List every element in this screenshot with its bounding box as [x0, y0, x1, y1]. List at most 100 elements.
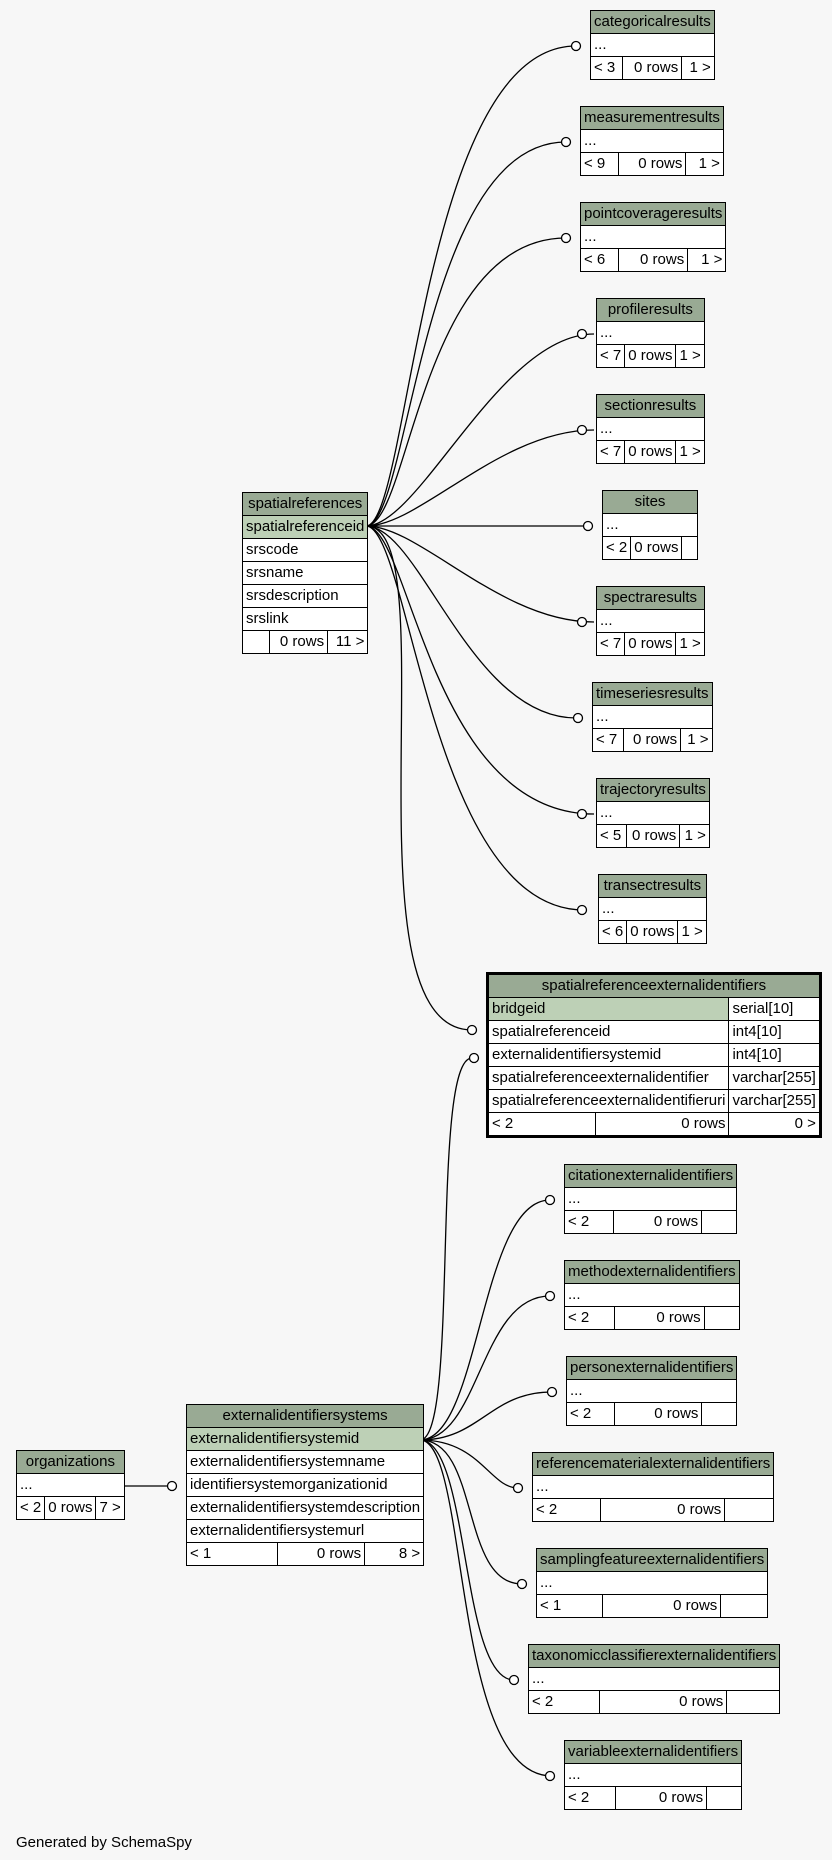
children-count — [681, 536, 698, 560]
table-title[interactable]: timeseriesresults — [592, 682, 713, 706]
column-row: spatialreferenceexternalidentifieruri — [486, 1089, 730, 1113]
parents-count: < 7 — [595, 344, 626, 368]
parents-count: < 6 — [597, 920, 628, 944]
table-title[interactable]: personexternalidentifiers — [565, 1356, 738, 1380]
row-count: 0 rows — [594, 1112, 730, 1137]
table-sites[interactable]: sites ... < 2 0 rows — [601, 490, 698, 560]
column-row: externalidentifiersystemid — [486, 1043, 730, 1067]
edge-srei-externalidentifiersystemid — [419, 1057, 473, 1441]
table-categoricalresults[interactable]: categoricalresults ... < 3 0 rows 1 > — [589, 10, 715, 80]
table-organizations[interactable]: organizations ... < 2 0 rows 7 > — [15, 1450, 125, 1520]
column-type: int4[10] — [728, 1020, 821, 1044]
edge-sectionresults — [365, 429, 595, 527]
row-count: 0 rows — [626, 920, 679, 944]
column-type: int4[10] — [728, 1043, 821, 1067]
row-count: 0 rows — [601, 1594, 722, 1618]
column-row: ... — [579, 225, 727, 249]
table-taxonomicclassifierexternalidentifiers[interactable]: taxonomicclassifierexternalidentifiers .… — [527, 1644, 781, 1714]
table-title[interactable]: spectraresults — [596, 586, 705, 610]
column-row: ... — [564, 1283, 740, 1307]
table-title[interactable]: referencematerialexternalidentifiers — [531, 1452, 775, 1476]
table-title[interactable]: spatialreferenceexternalidentifiers — [487, 973, 821, 998]
column-row: ... — [565, 1379, 738, 1403]
table-title[interactable]: methodexternalidentifiers — [564, 1260, 740, 1284]
table-title[interactable]: organizations — [16, 1450, 125, 1474]
parents-count: < 2 — [564, 1786, 616, 1810]
children-count — [726, 1690, 781, 1714]
column-row: ... — [598, 897, 707, 921]
table-spatialreferences[interactable]: spatialreferences spatialreferenceid srs… — [241, 492, 369, 654]
row-count: 0 rows — [624, 440, 677, 464]
column-type: varchar[255] — [728, 1066, 821, 1090]
children-count — [701, 1210, 738, 1234]
table-referencematerialexternalidentifiers[interactable]: referencematerialexternalidentifiers ...… — [531, 1452, 775, 1522]
column-row: externalidentifiersystemname — [185, 1450, 425, 1474]
table-spectraresults[interactable]: spectraresults ... < 7 0 rows 1 > — [595, 586, 705, 656]
table-trajectoryresults[interactable]: trajectoryresults ... < 5 0 rows 1 > — [596, 778, 710, 848]
table-citationexternalidentifiers[interactable]: citationexternalidentifiers ... < 2 0 ro… — [563, 1164, 738, 1234]
parents-count: < 1 — [536, 1594, 603, 1618]
table-title[interactable]: pointcoverageresults — [579, 202, 727, 226]
parents-count: < 2 — [15, 1496, 46, 1520]
parents-count — [242, 630, 270, 654]
edge-categoricalresults — [365, 45, 577, 527]
table-title[interactable]: taxonomicclassifierexternalidentifiers — [527, 1644, 781, 1668]
table-title[interactable]: trajectoryresults — [596, 778, 710, 802]
edge-variableexternalidentifiers — [419, 1439, 553, 1777]
column-row: ... — [535, 1571, 769, 1595]
edge-samplingfeatureexternalidentifiers — [419, 1439, 523, 1585]
table-title[interactable]: measurementresults — [580, 106, 724, 130]
table-sectionresults[interactable]: sectionresults ... < 7 0 rows 1 > — [595, 394, 705, 464]
parents-count: < 3 — [589, 56, 624, 80]
parents-count: < 2 — [564, 1210, 614, 1234]
row-count: 0 rows — [276, 1542, 366, 1566]
table-timeseriesresults[interactable]: timeseriesresults ... < 7 0 rows 1 > — [591, 682, 713, 752]
table-title[interactable]: profileresults — [596, 298, 705, 322]
row-count: 0 rows — [600, 1498, 726, 1522]
table-pointcoverageresults[interactable]: pointcoverageresults ... < 6 0 rows 1 > — [579, 202, 727, 272]
children-count — [706, 1786, 743, 1810]
table-title[interactable]: sites — [602, 490, 698, 514]
edge-trajectoryresults — [365, 525, 595, 815]
column-row: ... — [563, 1763, 743, 1787]
table-title[interactable]: spatialreferences — [241, 492, 369, 516]
column-row: srsdescription — [241, 584, 369, 608]
table-samplingfeatureexternalidentifiers[interactable]: samplingfeatureexternalidentifiers ... <… — [535, 1548, 769, 1618]
parents-count: < 2 — [528, 1690, 600, 1714]
column-row: ... — [596, 417, 705, 441]
table-title[interactable]: categoricalresults — [590, 10, 715, 34]
children-count: 1 > — [675, 344, 705, 368]
column-row: identifiersystemorganizationid — [185, 1473, 425, 1497]
table-title[interactable]: samplingfeatureexternalidentifiers — [535, 1548, 769, 1572]
table-title[interactable]: variableexternalidentifiers — [563, 1740, 743, 1764]
table-spatialreferenceexternalidentifiers[interactable]: spatialreferenceexternalidentifiers brid… — [486, 972, 822, 1138]
column-row: ... — [527, 1667, 781, 1691]
parents-count: < 7 — [591, 728, 625, 752]
row-count: 0 rows — [44, 1496, 97, 1520]
parents-count: < 2 — [564, 1306, 615, 1330]
row-count: 0 rows — [624, 344, 677, 368]
table-personexternalidentifiers[interactable]: personexternalidentifiers ... < 2 0 rows — [565, 1356, 738, 1426]
table-methodexternalidentifiers[interactable]: methodexternalidentifiers ... < 2 0 rows — [564, 1260, 740, 1330]
table-transectresults[interactable]: transectresults ... < 6 0 rows 1 > — [597, 874, 707, 944]
children-count: 8 > — [364, 1542, 425, 1566]
column-row: srslink — [241, 607, 369, 631]
parents-count: < 1 — [186, 1542, 278, 1566]
parents-count: < 5 — [596, 824, 627, 848]
edge-profileresults — [365, 333, 595, 527]
children-count — [720, 1594, 769, 1618]
children-count: 1 > — [677, 920, 707, 944]
row-count: 0 rows — [268, 630, 329, 654]
table-title[interactable]: externalidentifiersystems — [185, 1404, 425, 1428]
table-title[interactable]: sectionresults — [596, 394, 705, 418]
table-profileresults[interactable]: profileresults ... < 7 0 rows 1 > — [595, 298, 705, 368]
row-count: 0 rows — [618, 248, 689, 272]
table-title[interactable]: citationexternalidentifiers — [563, 1164, 738, 1188]
column-row: spatialreferenceexternalidentifier — [486, 1066, 730, 1090]
table-variableexternalidentifiers[interactable]: variableexternalidentifiers ... < 2 0 ro… — [563, 1740, 743, 1810]
table-title[interactable]: transectresults — [598, 874, 707, 898]
column-row: ... — [596, 321, 705, 345]
table-externalidentifiersystems[interactable]: externalidentifiersystems externalidenti… — [185, 1404, 425, 1566]
column-type: varchar[255] — [728, 1089, 821, 1113]
table-measurementresults[interactable]: measurementresults ... < 9 0 rows 1 > — [580, 106, 724, 176]
